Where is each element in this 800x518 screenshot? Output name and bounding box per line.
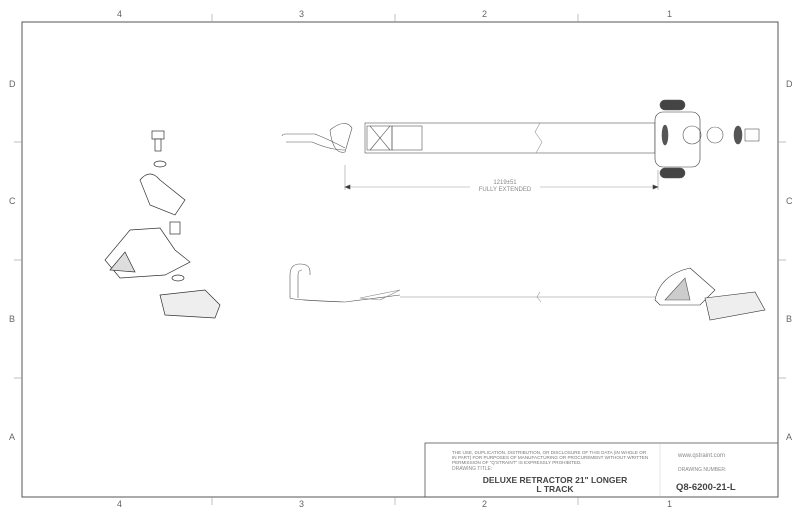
drawing-title-line1: DELUXE RETRACTOR 21" LONGER (482, 475, 628, 485)
dimension-note: FULLY EXTENDED (478, 187, 532, 193)
legal-notice: THE USE, DUPLICATION, DISTRIBUTION, OR D… (452, 450, 649, 466)
sheet-border (21, 21, 779, 498)
zone-column-label: 2 (482, 9, 488, 19)
zone-column-label: 1 (667, 9, 673, 19)
drawing-number-label: DRAWING NUMBER: (678, 467, 727, 473)
zone-column-label: 3 (299, 9, 305, 19)
zone-row-label: A (786, 432, 793, 442)
drawing-title: DELUXE RETRACTOR 21" LONGER L TRACK (470, 476, 640, 494)
zone-column-label: 4 (117, 499, 123, 509)
zone-column-label: 1 (667, 499, 673, 509)
zone-row-label: B (9, 314, 16, 324)
drawing-number: Q8-6200-21-L (676, 482, 736, 493)
zone-column-label: 2 (482, 499, 488, 509)
drawing-title-label: DRAWING TITLE: (452, 466, 493, 472)
exploded-view (104, 130, 221, 319)
dimension-label: 1219±51 FULLY EXTENDED (470, 180, 540, 194)
zone-row-label: C (9, 196, 16, 206)
side-view (289, 263, 766, 321)
zone-row-label: D (786, 79, 793, 89)
website: www.qstraint.com (678, 453, 726, 459)
title-block-frame (424, 442, 779, 498)
zone-row-label: C (786, 196, 793, 206)
zone-row-label: D (9, 79, 16, 89)
zone-column-label: 4 (117, 9, 123, 19)
dimension-value: 1219±51 (493, 180, 517, 186)
zone-row-label: A (9, 432, 16, 442)
drawing-title-line2: L TRACK (536, 484, 574, 494)
zone-row-label: B (786, 314, 793, 324)
zone-column-label: 3 (299, 499, 305, 509)
top-view (281, 99, 760, 190)
zone-ticks (14, 14, 786, 505)
